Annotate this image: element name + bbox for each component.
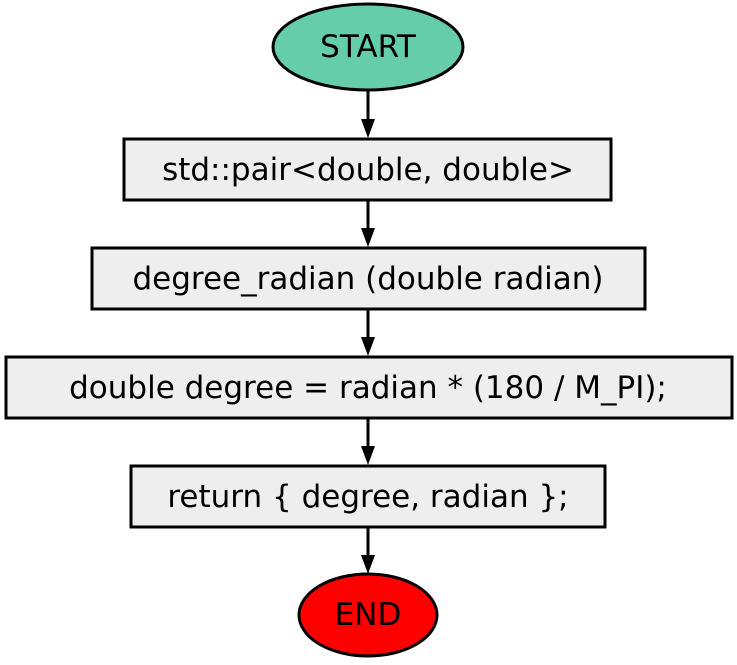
start-label: START (320, 29, 417, 65)
arrowhead (361, 446, 375, 465)
process-box (4, 355, 734, 420)
process-label: return { degree, radian }; (167, 479, 568, 515)
start-ellipse (271, 2, 465, 92)
process-label: std::pair<double, double> (162, 152, 574, 188)
arrowhead (361, 228, 375, 247)
edge-start-to-step1 (361, 91, 375, 138)
process-box (90, 246, 647, 311)
process-label: double degree = radian * (180 / M_PI); (69, 370, 667, 406)
process-node-return-statement: return { degree, radian }; (129, 464, 607, 529)
end-ellipse (297, 572, 439, 658)
arrowhead (361, 337, 375, 356)
start-node: START (271, 2, 465, 92)
edge-step4-to-end (361, 527, 375, 574)
arrowhead (361, 555, 375, 574)
edge-step1-to-step2 (361, 200, 375, 247)
process-node-function-signature: degree_radian (double radian) (90, 246, 647, 311)
process-label: degree_radian (double radian) (132, 261, 603, 297)
process-node-return-type: std::pair<double, double> (122, 137, 613, 202)
process-box (122, 137, 613, 202)
connectors (361, 91, 375, 574)
end-label: END (335, 597, 402, 633)
edge-step2-to-step3 (361, 309, 375, 356)
edge-step3-to-step4 (361, 418, 375, 465)
process-node-degree-calculation: double degree = radian * (180 / M_PI); (4, 355, 734, 420)
arrowhead (361, 119, 375, 138)
end-node: END (297, 572, 439, 658)
process-box (129, 464, 607, 529)
